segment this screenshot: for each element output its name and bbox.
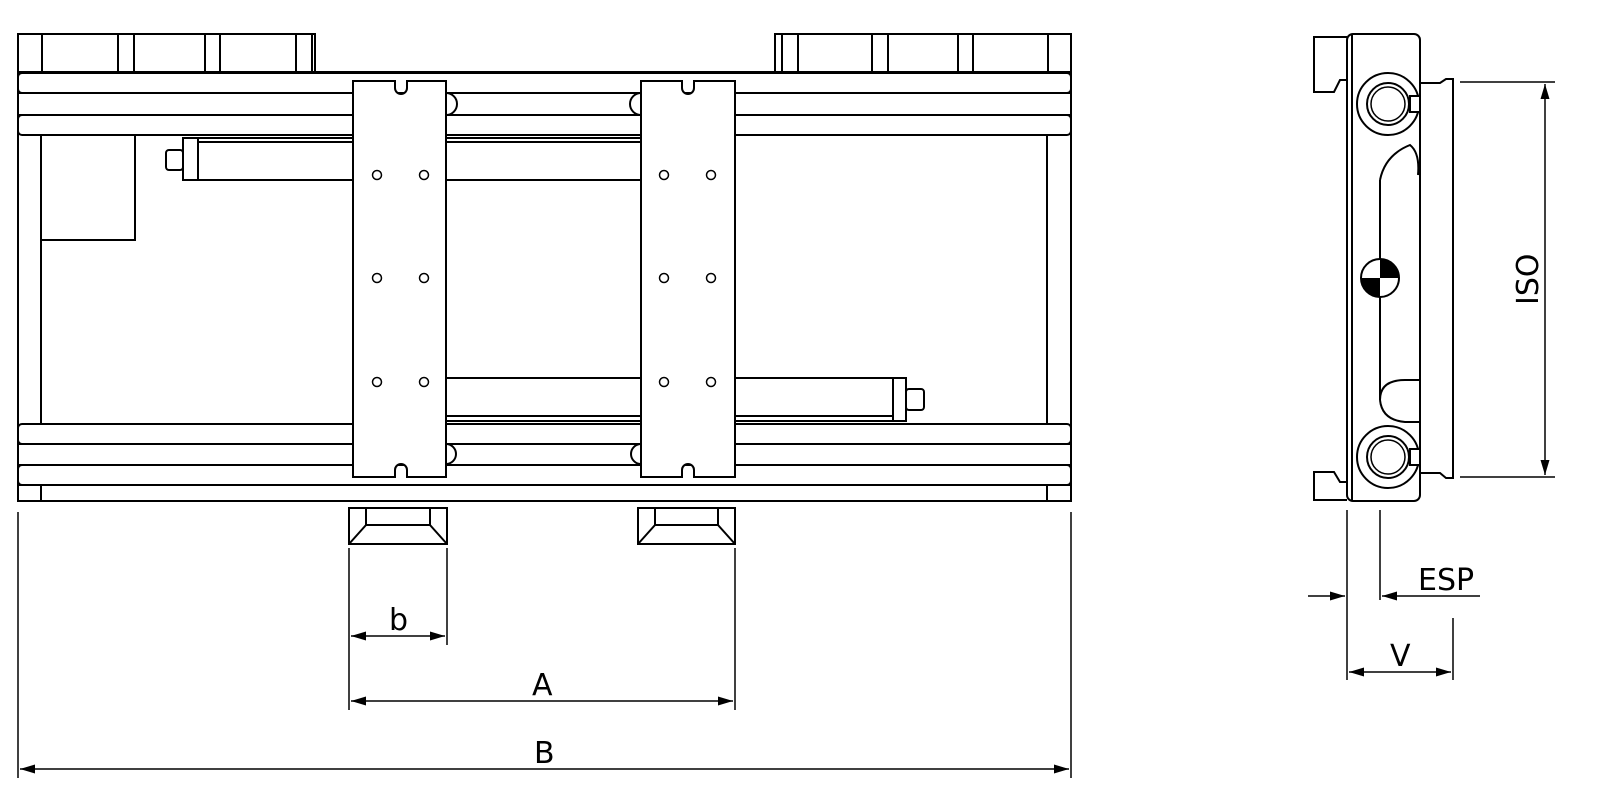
fork-right — [637, 507, 736, 545]
fork-carrier-right — [629, 80, 736, 478]
front-view: b A B — [17, 33, 1072, 778]
dimension-label-iso: ISO — [1511, 253, 1546, 305]
dimension-label-a: A — [532, 668, 553, 703]
fork-left — [348, 507, 448, 545]
bottom-rail — [17, 423, 1072, 486]
nut-icon — [165, 149, 184, 171]
dimension-label-esp: ESP — [1418, 563, 1474, 598]
nut-icon — [905, 388, 925, 411]
fork-carrier-left — [352, 80, 458, 478]
dimension-label-b-overall: B — [534, 736, 555, 771]
dimension-label-v: V — [1390, 639, 1411, 674]
hook-bottom — [1313, 471, 1347, 501]
side-view: ISO ESP V — [1308, 33, 1555, 680]
top-right-block — [774, 33, 1072, 73]
dimension-label-b: b — [389, 603, 408, 638]
valve-box — [40, 134, 136, 241]
upper-roller — [1356, 72, 1421, 136]
hook-top — [1313, 36, 1347, 93]
lower-roller — [1356, 425, 1421, 489]
top-left-block — [17, 33, 316, 73]
center-of-gravity-icon — [1360, 258, 1400, 298]
top-rail — [17, 72, 1072, 136]
